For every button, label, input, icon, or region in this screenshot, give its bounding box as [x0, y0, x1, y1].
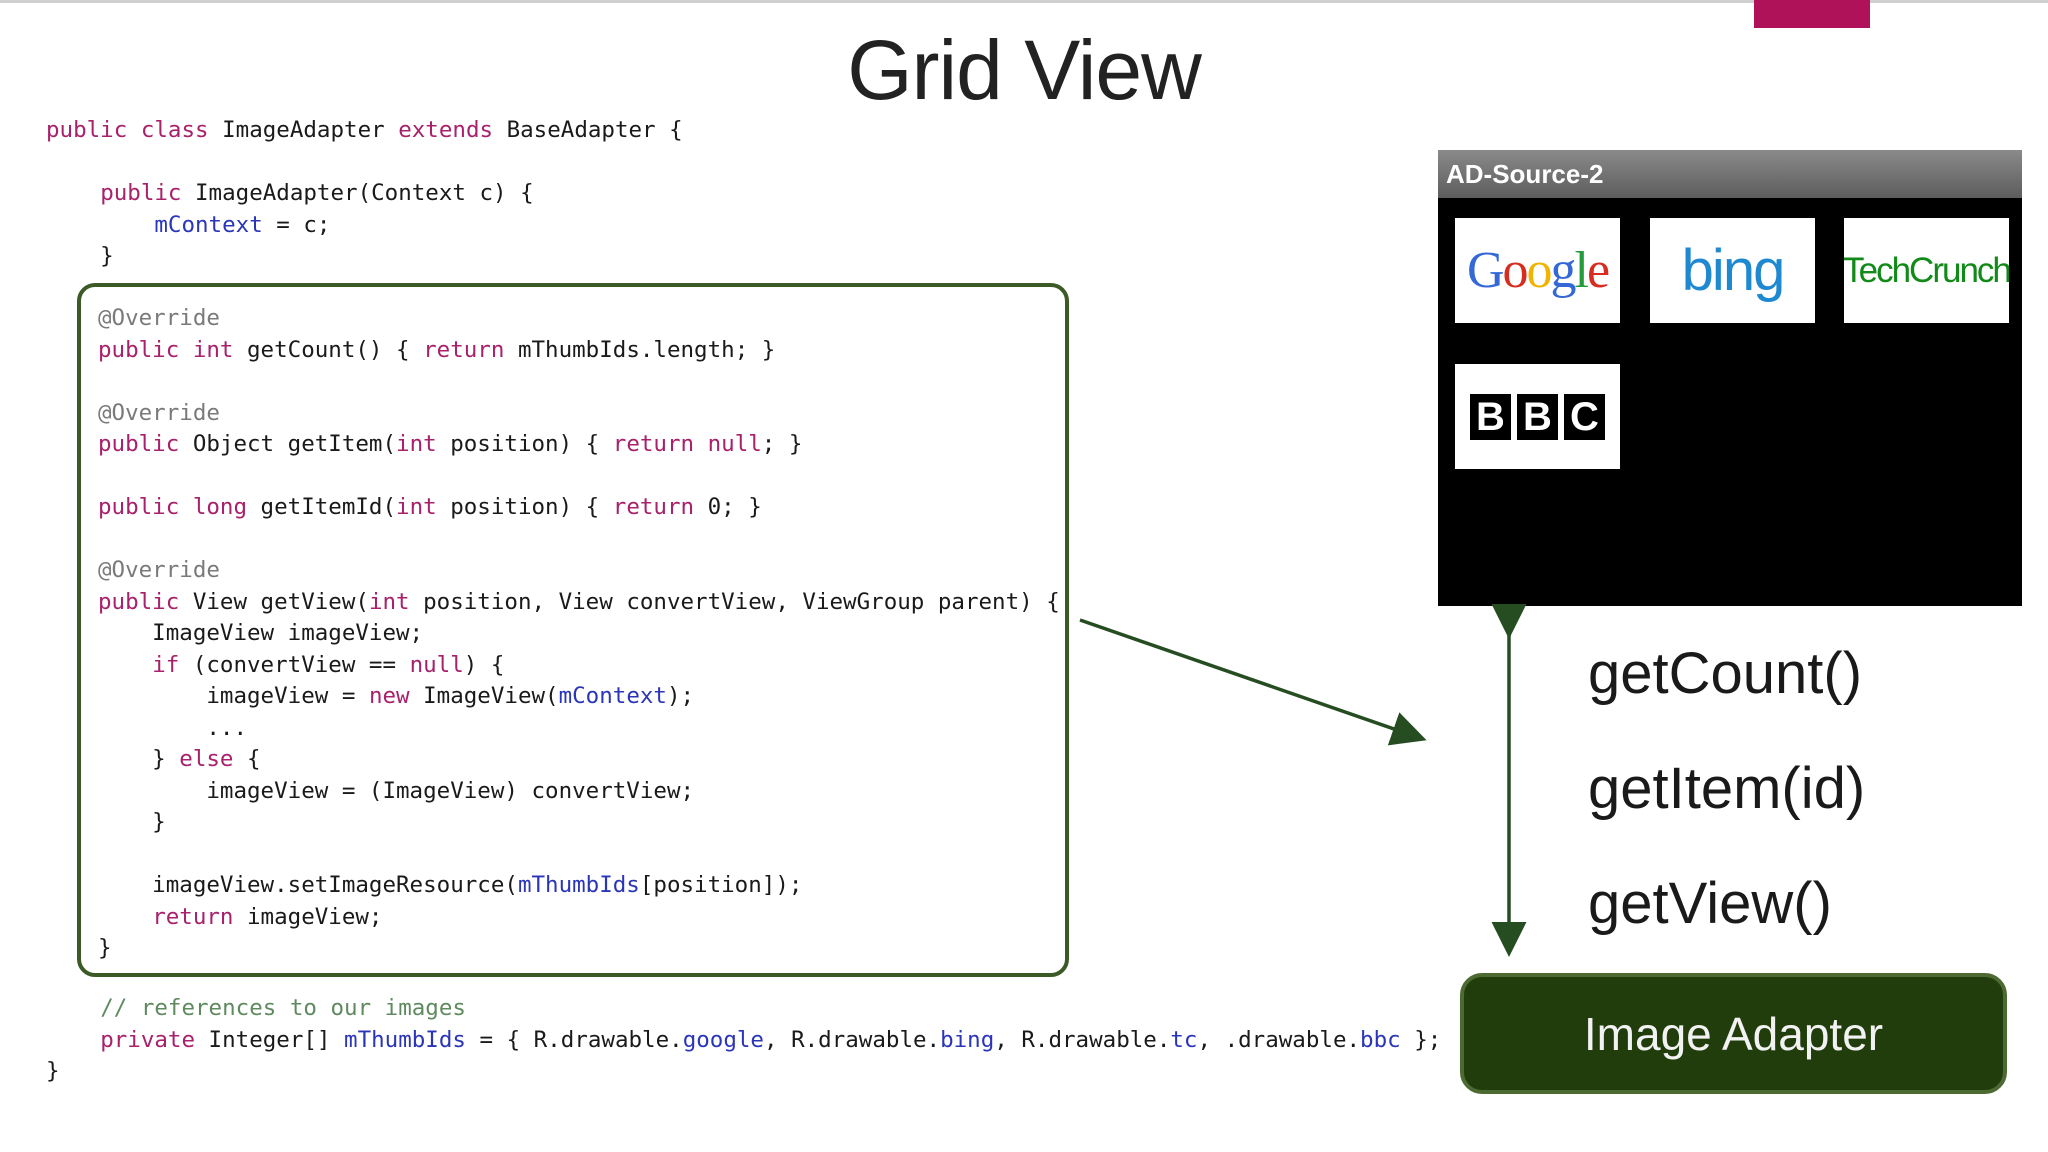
app-title-bar: AD-Source-2: [1438, 150, 2022, 198]
code-footer: // references to our images private Inte…: [46, 995, 1442, 1084]
slide-title: Grid View: [847, 23, 1202, 117]
grid-item-google[interactable]: Google: [1455, 218, 1620, 323]
method-get-item: getItem(id): [1588, 756, 1866, 821]
phone-screen: AD-Source-2 Google bing TechCrunch B B C: [1438, 150, 2022, 606]
bing-logo-icon: bing: [1681, 238, 1786, 303]
arrow-to-methods: [1079, 618, 1427, 746]
grid-item-bbc[interactable]: B B C: [1455, 364, 1620, 469]
grid-item-bing[interactable]: bing: [1650, 218, 1815, 323]
image-adapter-box: Image Adapter: [1460, 973, 2007, 1094]
bbc-logo-icon: B B C: [1470, 393, 1605, 440]
techcrunch-logo-icon: TechCrunch: [1844, 250, 2009, 290]
grid-item-techcrunch[interactable]: TechCrunch: [1844, 218, 2009, 323]
highlight-box: [77, 283, 1069, 977]
accent-bar: [1754, 0, 1870, 28]
google-logo-icon: Google: [1466, 242, 1610, 299]
top-divider: [0, 0, 2048, 3]
code-class-header: public class ImageAdapter extends BaseAd…: [46, 117, 683, 269]
code-adapter-methods: @Override public int getCount() { return…: [98, 305, 1060, 961]
method-get-view: getView(): [1588, 871, 1832, 936]
method-get-count: getCount(): [1588, 641, 1863, 706]
